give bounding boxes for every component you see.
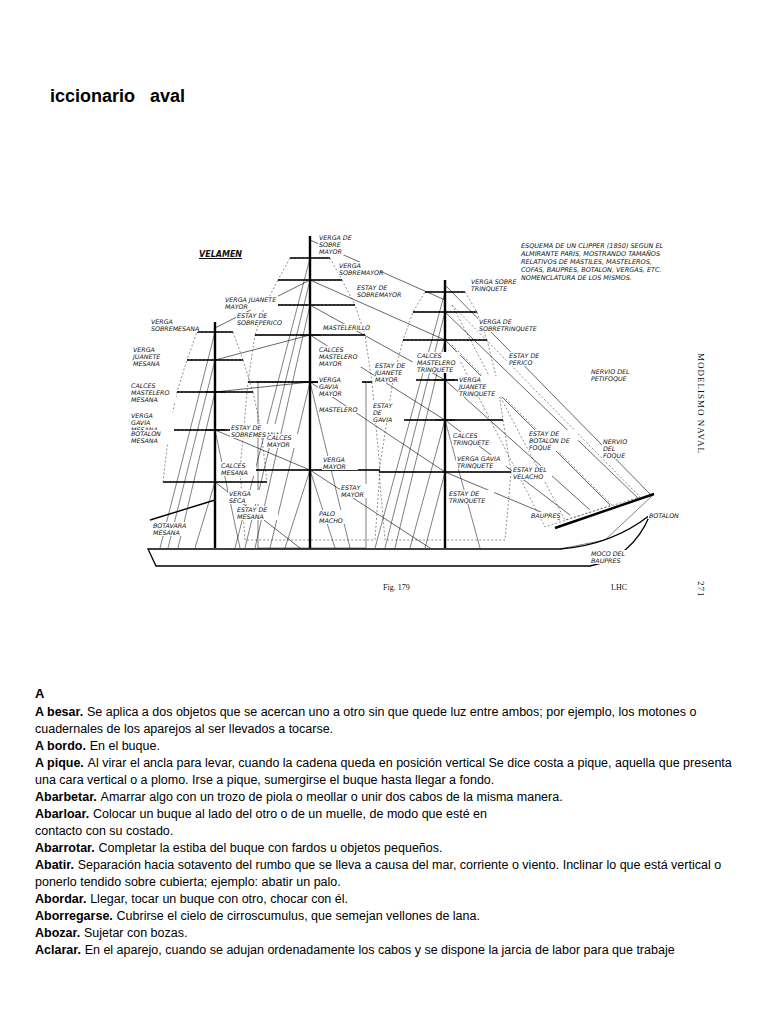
- part-label: VERGA SOBREMESANA: [150, 318, 198, 332]
- shrouds: [160, 258, 652, 549]
- sails: [163, 258, 640, 540]
- main-course-frame: [258, 382, 366, 548]
- definition: Completar la estiba del buque con fardos…: [99, 841, 443, 855]
- dictionary-entry: Aclarar. En el aparejo, cuando se adujan …: [35, 942, 735, 959]
- dictionary-entry: Abordar. Llegar, tocar un buque con otro,…: [35, 891, 735, 908]
- definition: Amarrar algo con un trozo de piola o meo…: [101, 790, 563, 804]
- part-label: VERGA DE SOBRE MAYOR: [318, 234, 362, 255]
- part-label: CALCES MASTELERO TRINQUETE: [416, 352, 460, 373]
- dictionary-text: A besar.Se aplica a dos objetos que se a…: [35, 704, 735, 959]
- part-label: VERGA JUANETE MAYOR: [224, 296, 278, 310]
- dictionary-entry: Abozar. Sujetar con bozas.: [35, 925, 735, 942]
- headword: A bordo.: [35, 739, 86, 753]
- dictionary-entry: Abatir.Separación hacia sotavento del ru…: [35, 857, 735, 891]
- part-label: VERGA SOBRE TRINQUETE: [470, 278, 528, 292]
- dictionary-entry: A besar.Se aplica a dos objetos que se a…: [35, 704, 735, 738]
- part-label: VERGA GAVIA MAYOR: [318, 376, 362, 397]
- part-label: VERGA SECA: [228, 490, 260, 504]
- figure-caption: LHC: [610, 584, 628, 591]
- part-label: VERGA JUANETE MESANA: [132, 346, 182, 367]
- headword: Abarbetar.: [35, 790, 97, 804]
- dictionary-entry: Abarbetar. Amarrar algo con un trozo de p…: [35, 789, 735, 806]
- part-label: CALCES MASTELERO MAYOR: [318, 346, 362, 367]
- headword: A pique.: [35, 756, 84, 770]
- part-label: NERVIO DEL PETIFOQUE: [590, 368, 638, 382]
- section-letter: A: [35, 686, 44, 701]
- part-label: CALCES TRINQUETE: [452, 432, 496, 446]
- running-header: MODELISMO NAVAL: [696, 352, 706, 455]
- part-label: MASTELERO: [318, 406, 358, 413]
- part-label: ESTAY DE GAVIA: [372, 402, 404, 423]
- part-label: ESTAY DEL VELACHO: [512, 466, 552, 480]
- headword: Aborregarse.: [35, 909, 113, 923]
- part-label: ESTAY DE TRINQUETE: [448, 490, 494, 504]
- figure-heading: VELAMEN: [198, 250, 243, 259]
- dictionary-entry: A pique.Al virar el ancla para levar, cu…: [35, 755, 735, 789]
- masts: [215, 236, 654, 548]
- definition: Colocar un buque al lado del otro o de u…: [35, 807, 487, 838]
- part-label: VERGA SOBREMAYOR: [338, 262, 380, 276]
- part-label: VERGA JUANETE TRINQUETE: [458, 376, 510, 397]
- part-label: ESTAY DE SOBREPERICO: [236, 312, 288, 326]
- part-label: BOTAVARA MESANA: [152, 522, 198, 536]
- part-label: ESTAY DE SOBREMAYOR: [356, 284, 406, 298]
- definition: En el buque.: [90, 739, 160, 753]
- headword: Abozar.: [35, 926, 80, 940]
- headword: Abarrotar.: [35, 841, 95, 855]
- dictionary-entry: A bordo. En el buque.: [35, 738, 735, 755]
- part-label: CALCES MESANA: [220, 462, 256, 476]
- dictionary-entry: Abarrotar. Completar la estiba del buque …: [35, 840, 735, 857]
- part-label: VERGA GAVIA TRINQUETE: [456, 455, 506, 469]
- headword: Abarloar.: [35, 807, 89, 821]
- mast-tops: [205, 335, 455, 430]
- headword: A besar.: [35, 705, 83, 719]
- part-label: ESTAY MAYOR: [340, 484, 372, 498]
- headword: Abatir.: [35, 858, 74, 872]
- definition: Al virar el ancla para levar, cuando la …: [35, 756, 732, 787]
- part-label: ESTAY DE JUANETE MAYOR: [374, 362, 416, 383]
- definition: Sujetar con bozas.: [84, 926, 188, 940]
- headword: Abordar.: [35, 892, 86, 906]
- part-label: CALCES MAYOR: [266, 434, 298, 448]
- definition: En el aparejo, cuando se adujan ordenada…: [85, 943, 675, 957]
- part-label: ESTAY DE PERICO: [508, 352, 550, 366]
- page-title: iccionario aval: [50, 86, 185, 107]
- part-label: BOTALON MESANA: [130, 430, 174, 444]
- definition: Se aplica a dos objetos que se acercan u…: [35, 705, 696, 736]
- part-label: CALCES MASTELERO MESANA: [130, 382, 176, 403]
- dictionary-entry: Abarloar.Colocar un buque al lado del ot…: [35, 806, 487, 840]
- hull: [148, 515, 650, 566]
- part-label: ESTAY DE BOTALON DE FOQUE: [528, 430, 578, 451]
- yards: [150, 258, 511, 520]
- part-label: VERGA MAYOR: [322, 456, 358, 470]
- stays: [215, 240, 652, 548]
- definition: Separación hacia sotavento del rumbo que…: [35, 858, 721, 889]
- definition: Cubrirse el cielo de cirroscumulus, que …: [117, 909, 480, 923]
- part-label: BOTALON: [648, 512, 680, 519]
- definition: Llegar, tocar un buque con otro, chocar …: [90, 892, 348, 906]
- figure-note: ESQUEMA DE UN CLIPPER (1850) SEGUN EL AL…: [520, 242, 672, 282]
- figure-caption: Fig. 179: [382, 584, 411, 591]
- headword: Aclarar.: [35, 943, 81, 957]
- part-label: PALO MACHO: [318, 510, 350, 524]
- running-header: 271: [696, 580, 706, 599]
- part-label: VERGA DE SOBRETRINQUETE: [478, 318, 536, 332]
- part-label: MOCO DEL BAUPRES: [590, 550, 638, 564]
- dictionary-entry: Aborregarse. Cubrirse el cielo de cirrosc…: [35, 908, 735, 925]
- part-label: ESTAY DE MESANA: [236, 506, 278, 520]
- part-label: NERVIO DEL FOQUE: [602, 438, 640, 459]
- part-label: BAUPRES: [530, 512, 561, 519]
- part-label: MASTELERILLO: [322, 324, 371, 331]
